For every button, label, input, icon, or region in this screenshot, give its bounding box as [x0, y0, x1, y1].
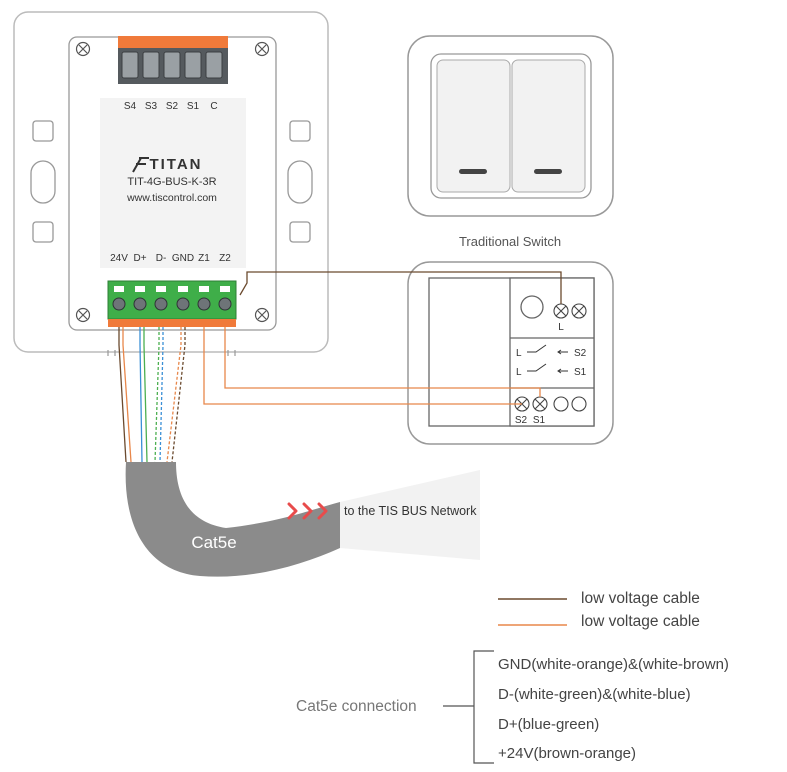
- network-arrows-icon: [287, 502, 328, 520]
- switch-indicator-right: [534, 169, 562, 174]
- traditional-switch-back: L L S2 L S1 S2 S1: [407, 261, 614, 445]
- terminal-label: S2: [515, 415, 528, 426]
- cable-label: Cat5e: [191, 533, 236, 552]
- legend-label: low voltage cable: [581, 590, 700, 607]
- top-terminal-label: S1: [187, 101, 200, 112]
- cat5e-item: +24V(brown-orange): [498, 745, 636, 762]
- bottom-terminal-label: Z1: [198, 253, 210, 264]
- label-panel: [100, 98, 246, 268]
- mount-slot-right-top: [289, 120, 311, 142]
- mount-slot-left-oval: [30, 160, 56, 204]
- plate-notch: [107, 350, 236, 356]
- mount-slot-right-bottom: [289, 221, 311, 243]
- cat5e-title: Cat5e connection: [296, 698, 417, 715]
- switch-rocker-left[interactable]: [436, 59, 511, 193]
- mount-slot-left-top: [32, 120, 54, 142]
- switch-rocker-right[interactable]: [511, 59, 586, 193]
- cat5e-item: D+(blue-green): [498, 716, 599, 733]
- top-terminal-label: S2: [166, 101, 179, 112]
- contact-label: L: [516, 348, 522, 359]
- titan-logo-icon: [132, 157, 149, 173]
- mount-slot-left-bottom: [32, 221, 54, 243]
- traditional-switch-front: Traditional Switch: [407, 35, 614, 249]
- top-terminal-label: C: [210, 101, 217, 112]
- cat5e-connection: Cat5e connection GND(white-orange)&(whit…: [296, 650, 729, 764]
- contact-label: S2: [574, 348, 587, 359]
- switch-contacts: [527, 344, 568, 374]
- legend: low voltage cable low voltage cable: [498, 590, 700, 630]
- mount-slot-right-oval: [287, 160, 313, 204]
- terminal-label: S1: [533, 415, 546, 426]
- switch-indicator-left: [459, 169, 487, 174]
- bottom-terminal-block: [107, 280, 237, 327]
- switch-caption: Traditional Switch: [459, 234, 561, 249]
- top-terminal-label: S3: [145, 101, 158, 112]
- bottom-terminal-label: 24V: [110, 253, 128, 264]
- cat5e-cable: Cat5e to the TIS BUS Network: [125, 462, 480, 577]
- titan-module: S4 S3 S2 S1 C TITAN TIT-4G-BUS-K-3R www.…: [13, 11, 329, 356]
- cable-jacket: [125, 462, 340, 577]
- switch-knob: [520, 295, 544, 319]
- terminal-label-L: L: [558, 322, 564, 333]
- model-number: TIT-4G-BUS-K-3R: [127, 176, 216, 188]
- contact-label: L: [516, 367, 522, 378]
- corner-screws: [75, 41, 270, 323]
- contact-label: S1: [574, 367, 587, 378]
- top-terminal-block: [118, 36, 228, 84]
- wires: [118, 271, 562, 463]
- bottom-terminal-label: Z2: [219, 253, 231, 264]
- top-terminal-label: S4: [124, 101, 137, 112]
- cat5e-item: GND(white-orange)&(white-brown): [498, 656, 729, 673]
- titan-logo: TITAN: [132, 156, 202, 173]
- cat5e-item: D-(white-green)&(white-blue): [498, 686, 691, 703]
- brand-name: TITAN: [149, 156, 202, 173]
- bottom-terminal-label: D-: [156, 253, 167, 264]
- legend-label: low voltage cable: [581, 613, 700, 630]
- bottom-terminal-label: D+: [133, 253, 146, 264]
- network-label: to the TIS BUS Network: [344, 504, 477, 518]
- website: www.tiscontrol.com: [126, 192, 217, 204]
- bottom-terminal-label: GND: [172, 253, 194, 264]
